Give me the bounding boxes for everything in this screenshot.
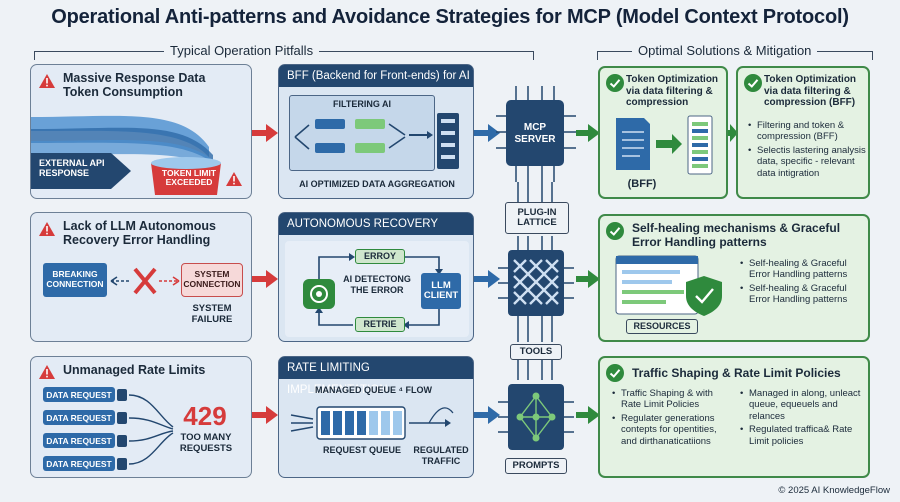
plugin-lattice-label: PLUG-IN LATTICE (505, 202, 569, 234)
data-request-box: DATA REQUEST (43, 433, 115, 448)
list-item: Self-healing & Graceful Error Handling p… (740, 283, 868, 306)
solution-traffic-box: Traffic Shaping & Rate Limit Policies Tr… (598, 356, 870, 478)
solution-token-title: Token Optimization via data filtering & … (626, 74, 719, 108)
data-request-box: DATA REQUEST (43, 387, 115, 402)
recovery-loop (303, 253, 443, 329)
warning-icon (39, 74, 55, 88)
pitfall-recovery-title: Lack of LLM Autonomous Recovery Error Ha… (63, 219, 216, 248)
check-icon (606, 222, 624, 240)
solution-token-box: Token Optimization via data filtering & … (598, 66, 728, 199)
list-item: Managed in along, unleact queue, equeuel… (740, 388, 866, 422)
green-arrow (576, 270, 600, 288)
check-icon (744, 74, 762, 92)
warning-icon (39, 365, 55, 379)
data-request-box: DATA REQUEST (43, 410, 115, 425)
blue-arrow (474, 270, 500, 288)
mcp-server-label: MCP SERVER (514, 122, 556, 145)
pitfall-ratelimit-title: Unmanaged Rate Limits (63, 363, 206, 377)
check-icon (606, 74, 624, 92)
solution-traffic-title: Traffic Shaping & Rate Limit Policies (632, 366, 841, 380)
system-failure-label: SYSTEM FAILURE (191, 303, 233, 326)
blue-arrow (474, 406, 500, 424)
solution-bff-box: Token Optimization via data filtering & … (736, 66, 870, 199)
bff-caption: AI OPTIMIZED DATA AGGREGATION (299, 179, 455, 189)
llm-client-box: LLM CLIENT (421, 273, 461, 309)
filtering-ai-label: FILTERING AI (333, 99, 391, 109)
autonomous-recovery-box: AUTONOMOUS RECOVERY ERROY AI DETECTONG T… (278, 212, 474, 342)
list-item: Regulated traffica& Rate Limit policies (740, 424, 866, 447)
managed-queue-label: MANAGED QUEUE ⁴ FLOW (315, 385, 432, 395)
pitfall-ratelimit-box: Unmanaged Rate Limits DATA REQUEST DATA … (30, 356, 252, 478)
error-429: 429 (183, 401, 227, 431)
network-chip (498, 384, 574, 450)
broken-link-icon (110, 267, 180, 295)
system-connection-box: SYSTEM CONNECTION (181, 263, 243, 297)
left-section-label: Typical Operation Pitfalls (164, 43, 320, 58)
solution-token-caption: (BFF) (627, 178, 657, 190)
center-connectors (517, 182, 553, 380)
solution-traffic-bullets-right: Managed in along, unleact queue, equeuel… (740, 388, 866, 449)
footer-copyright: © 2025 AI KnowledgeFlow (778, 485, 890, 496)
red-arrow (252, 124, 278, 142)
warning-icon (39, 222, 55, 236)
breaking-connection-box: BREAKING CONNECTION (43, 263, 107, 297)
too-many-requests-label: TOO MANY REQUESTS (179, 432, 233, 454)
green-arrow (728, 124, 738, 142)
request-fan-in (117, 389, 174, 470)
page-title: Operational Anti-patterns and Avoidance … (51, 6, 849, 28)
pitfall-token-box: Massive Response Data Token Consumption … (30, 64, 252, 199)
autonomous-recovery-header: AUTONOMOUS RECOVERY (279, 213, 473, 235)
regulated-traffic-label: REGULATED TRAFFIC (413, 445, 469, 466)
bff-box: BFF (Backend for Front-ends) for AI FILT… (278, 64, 474, 199)
tools-label: TOOLS (510, 344, 562, 360)
request-queue-label: REQUEST QUEUE (322, 445, 401, 455)
check-icon (606, 364, 624, 382)
external-api-label: EXTERNAL API RESPONSE (39, 158, 105, 179)
pitfall-token-title: Massive Response Data Token Consumption (63, 71, 206, 100)
compression-icon (616, 115, 713, 175)
solution-selfheal-bullets: Self-healing & Graceful Error Handling p… (740, 258, 868, 308)
resources-label: RESOURCES (626, 319, 698, 334)
list-item: Filtering and token & compression (BFF) (748, 120, 868, 143)
warning-icon (226, 172, 242, 186)
list-item: Traffic Shaping & with Rate Limit Polici… (612, 388, 734, 411)
retry-pill: RETRIE (355, 317, 405, 332)
red-arrow (252, 406, 278, 424)
data-request-box: DATA REQUEST (43, 456, 115, 471)
data-stream-illustration (31, 115, 221, 195)
token-limit-label: TOKEN LIMIT EXCEEDED (161, 168, 217, 188)
rate-limiting-header: RATE LIMITING IMPLEMENTATION (279, 357, 473, 396)
error-pill: ERROY (355, 249, 405, 264)
plugin-lattice-chip (498, 250, 574, 316)
green-arrow (576, 406, 600, 424)
solution-selfheal-title: Self-healing mechanisms & Graceful Error… (632, 221, 841, 249)
filtering-ai-panel (289, 95, 435, 171)
pitfall-recovery-box: Lack of LLM Autonomous Recovery Error Ha… (30, 212, 252, 342)
filter-flow-icon (294, 113, 459, 169)
solution-bff-bullets: Filtering and token & compression (BFF) … (748, 120, 868, 181)
solution-traffic-bullets-left: Traffic Shaping & with Rate Limit Polici… (612, 388, 734, 449)
red-arrow (252, 270, 278, 288)
ai-detecting-label: AI DETECTONG THE ERROR (343, 274, 411, 295)
blue-arrow (474, 124, 500, 142)
right-section-label: Optimal Solutions & Mitigation (632, 43, 818, 58)
rate-limiting-box: RATE LIMITING IMPLEMENTATION MANAGED QUE… (278, 356, 474, 478)
solution-bff-title: Token Optimization via data filtering & … (764, 74, 857, 108)
request-queue-icon (290, 406, 454, 440)
solution-selfheal-box: Self-healing mechanisms & Graceful Error… (598, 214, 870, 342)
mcp-chip (496, 86, 576, 182)
green-arrow (576, 124, 600, 142)
bff-header: BFF (Backend for Front-ends) for AI (279, 65, 473, 87)
list-item: Selectis lastering analysis data, specif… (748, 145, 868, 179)
prompts-label: PROMPTS (505, 458, 567, 474)
list-item: Self-healing & Graceful Error Handling p… (740, 258, 868, 281)
list-item: Regulater generations contepts for opent… (612, 413, 734, 447)
dashboard-shield-icon (615, 255, 722, 316)
